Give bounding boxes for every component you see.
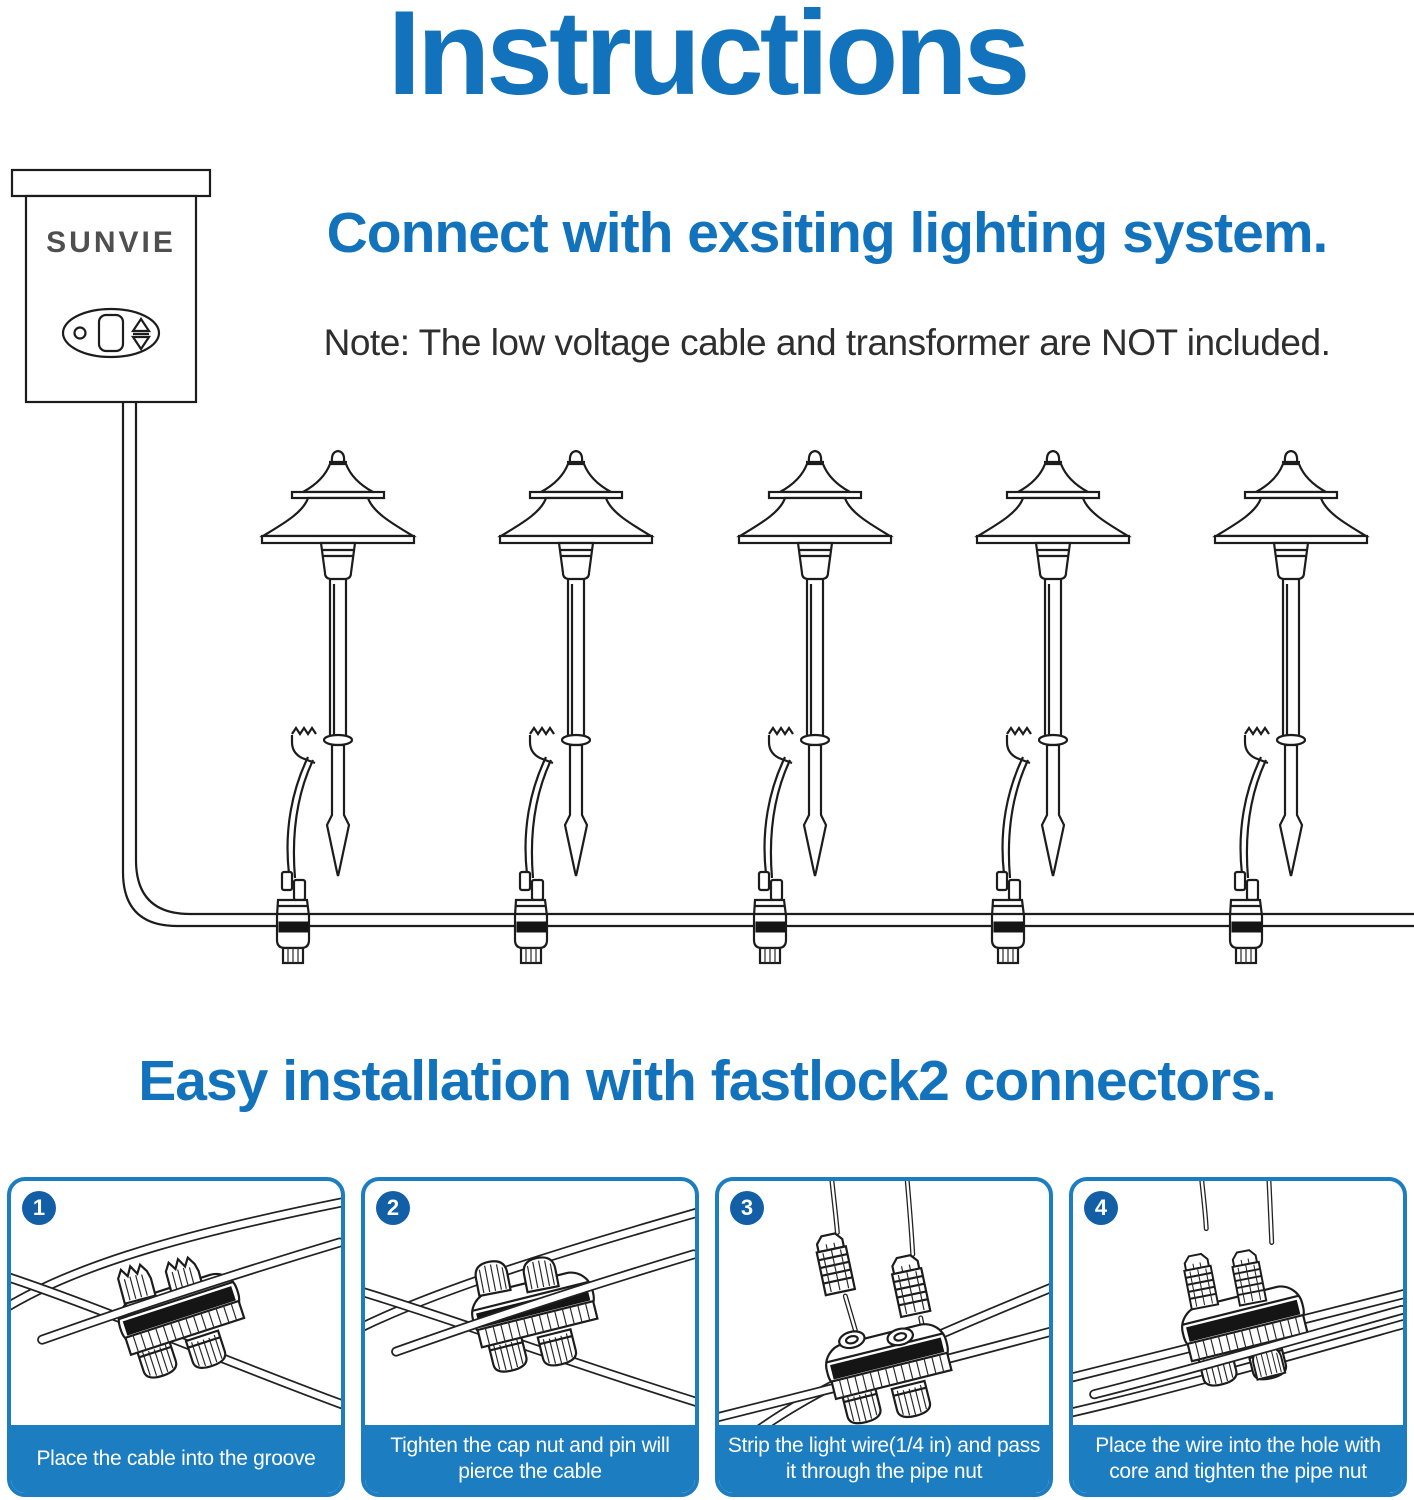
step-3-illustration [719, 1181, 1049, 1425]
step-4-illustration [1073, 1181, 1403, 1425]
step-1-caption: Place the cable into the groove [11, 1425, 341, 1493]
step-panel-2: 2 Tighten the cap nut and pin will pierc… [361, 1177, 699, 1497]
connector-groove-drawing [11, 1197, 341, 1410]
step-3-caption: Strip the light wire(1/4 in) and pass it… [719, 1425, 1049, 1493]
step-2-caption: Tighten the cap nut and pin will pierce … [365, 1425, 695, 1493]
step-number-badge: 3 [730, 1191, 764, 1225]
wiring-diagram: SUNVIE [10, 168, 1414, 965]
connector-tightened-drawing [365, 1208, 695, 1407]
path-lights [260, 449, 1369, 965]
step-2-illustration [365, 1181, 695, 1425]
path-light [1213, 449, 1369, 965]
wire-through-nut-drawing [719, 1181, 1049, 1425]
installation-steps: 1 Place the cable into the groove [7, 1177, 1407, 1497]
wire-inserted-drawing [1073, 1181, 1403, 1418]
path-light [260, 449, 416, 965]
connect-heading: Connect with exsiting lighting system. [326, 201, 1329, 265]
step-number-badge: 2 [376, 1191, 410, 1225]
not-included-note: Note: The low voltage cable and transfor… [323, 322, 1331, 363]
path-light [498, 449, 654, 965]
step-4-caption: Place the wire into the hole with core a… [1073, 1425, 1403, 1493]
transformer-box: SUNVIE [10, 168, 212, 404]
step-number-badge: 4 [1084, 1191, 1118, 1225]
transformer-control-icon [61, 307, 161, 359]
path-light [975, 449, 1131, 965]
main-cable [121, 402, 1414, 928]
page-title: Instructions [387, 0, 1031, 120]
step-panel-4: 4 Place [1069, 1177, 1407, 1497]
step-panel-1: 1 Place the cable into the groove [7, 1177, 345, 1497]
step-1-illustration [11, 1181, 341, 1425]
install-heading: Easy installation with fastlock2 connect… [138, 1049, 1277, 1113]
step-panel-3: 3 [715, 1177, 1053, 1497]
path-light [737, 449, 893, 965]
transformer-brand-label: SUNVIE [46, 226, 176, 259]
step-number-badge: 1 [22, 1191, 56, 1225]
